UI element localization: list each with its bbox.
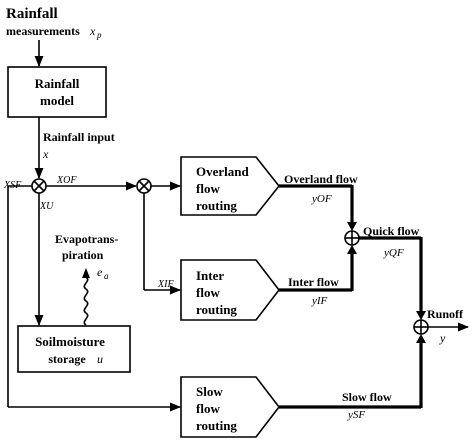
soil-line1: Soilmoisture: [35, 334, 105, 349]
rainfall-model-line1: Rainfall: [35, 76, 80, 91]
overland-split-junction: [136, 178, 152, 194]
runoff-label: Runoff: [427, 307, 464, 321]
xif-label: XIF: [157, 279, 174, 290]
runoff-sum-junction: [413, 319, 429, 335]
runoff-var: y: [439, 331, 446, 345]
quick-flow-var: yQF: [383, 247, 404, 259]
overland-flow-arrowhead: [347, 222, 357, 231]
evapo-var: e: [97, 265, 103, 279]
overland-box-line2: flow: [196, 181, 220, 196]
inter-box-line3: routing: [196, 302, 237, 317]
inter-box-line2: flow: [196, 285, 220, 300]
slow-box-line2: flow: [196, 401, 220, 416]
rainfall-model-box: [7, 66, 107, 118]
rainfall-title: Rainfall: [6, 6, 58, 22]
rainfall-input-label: Rainfall input: [43, 130, 115, 144]
evapo-var-sub: a: [104, 271, 109, 281]
slow-routing-box: [180, 376, 281, 438]
overland-box-line1: Overland: [196, 164, 249, 179]
inter-box-line1: Inter: [196, 268, 224, 283]
quick-flow-sum-junction: [344, 230, 360, 246]
overland-flow-label: Overland flow: [284, 172, 358, 186]
inter-flow-arrowhead: [347, 245, 357, 254]
soil-storage-box: [17, 325, 131, 373]
inter-flow-label: Inter flow: [288, 275, 339, 289]
slow-box-line3: routing: [196, 418, 237, 433]
quick-flow-label: Quick flow: [363, 224, 420, 238]
soil-line2: storage: [48, 352, 86, 366]
overland-routing-box: [180, 156, 281, 216]
slow-box-line1: Slow: [196, 384, 223, 399]
rainfall-model-line2: model: [40, 93, 74, 108]
evapo-line1: Evapotrans-: [55, 232, 118, 246]
quick-flow-arrowhead: [416, 311, 426, 320]
slow-flow-arrowhead: [416, 334, 426, 343]
slow-flow-label: Slow flow: [342, 390, 392, 404]
xof-label: XOF: [56, 175, 77, 186]
rainfall-input-var: x: [42, 147, 49, 161]
slow-flow-var: ySF: [347, 409, 365, 421]
evapo-wave-icon: [82, 268, 90, 326]
soil-var: u: [97, 352, 103, 366]
inter-routing-box: [180, 259, 281, 321]
rainfall-var-x: x: [89, 24, 96, 38]
overland-flow-var: yOF: [311, 193, 332, 205]
rainfall-measurements-label: measurements: [6, 24, 80, 38]
overland-box-line3: routing: [196, 198, 237, 213]
split-junction: [31, 178, 47, 194]
inter-flow-var: yIF: [311, 295, 328, 307]
evapo-line2: piration: [62, 248, 104, 262]
rainfall-var-sub: p: [96, 30, 102, 40]
xu-label: XU: [39, 201, 54, 212]
